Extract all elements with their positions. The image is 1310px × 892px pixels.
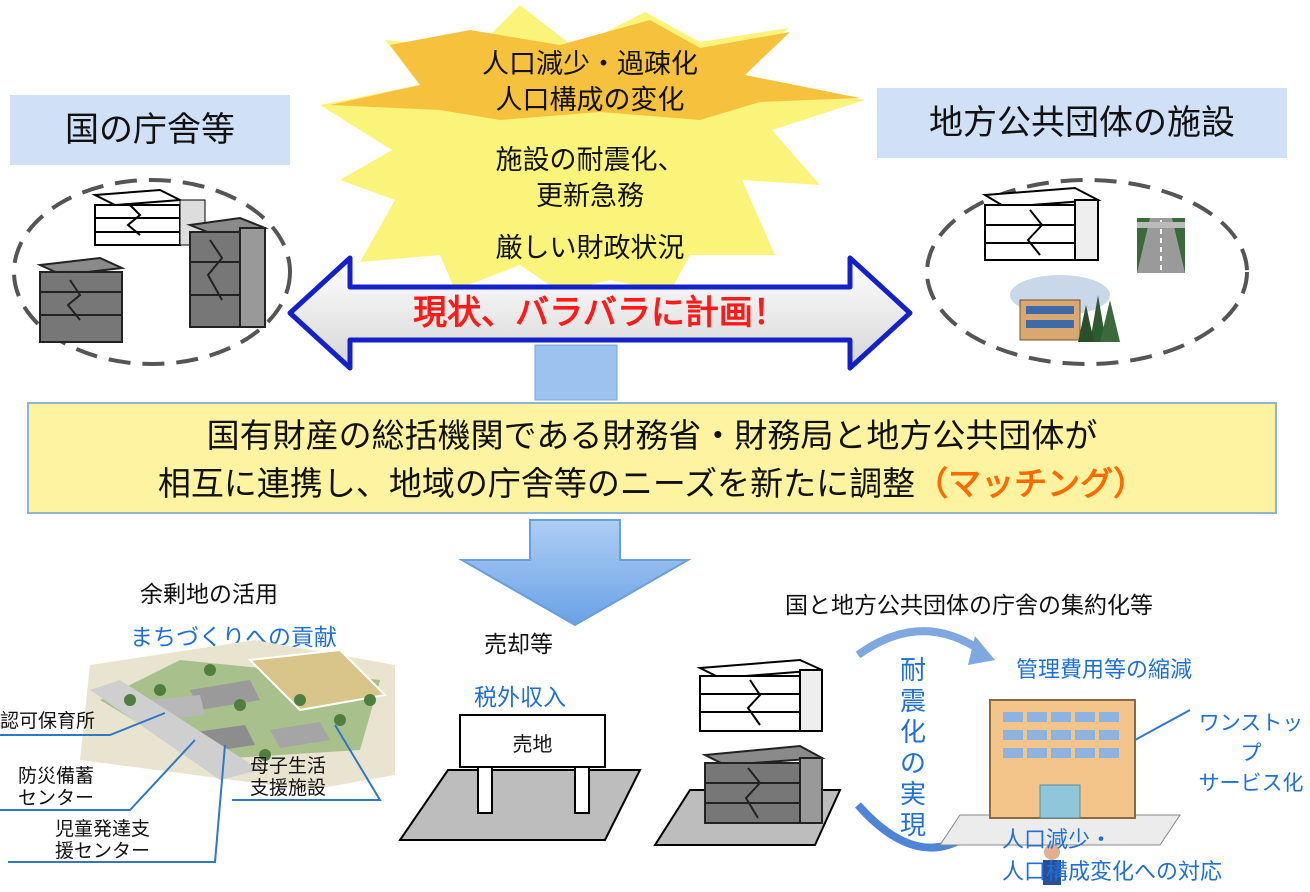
callout-disaster-line1: 防災備蓄 [18,765,95,787]
school-building-icon [1010,275,1120,342]
burst-text-line2: 人口構成の変化 [495,85,685,116]
callout-child-development: 児童発達支 援センター [55,818,150,862]
one-stop-service-label: ワンストップ サービス化 [1192,708,1310,798]
national-offices-label: 国の庁舎等 [10,95,290,165]
sale-title: 売却等 [484,632,553,658]
vertical-char-6: 現 [899,811,926,841]
callout-disaster-line2: センター [18,787,95,809]
callout-mother-child-support: 母子生活 支援施設 [250,755,326,799]
callout-mother-line1: 母子生活 [250,755,327,777]
road-bridge-icon [1137,218,1185,273]
gray-building-icon [36,256,126,343]
matching-highlight: （マッチング） [915,464,1147,503]
burst-text-line1: 人口減少・過疎化 [482,49,698,80]
callout-child-line1: 児童発達支 [55,818,151,840]
vertical-char-2: 震 [899,687,926,717]
vertical-char-1: 耐 [899,656,926,686]
pop-line2: 人口構成変化への対応 [1002,860,1223,885]
earthquake-resistance-vertical: 耐 震 化 の 実 現 [893,656,933,842]
burst-text-line5: 厳しい財政状況 [495,233,685,264]
sale-sign-text: 売地 [512,732,553,756]
matching-line2-text: 相互に連携し、地域の庁舎等のニーズを新たに調整 [157,464,916,503]
vertical-char-5: 実 [899,780,926,810]
pop-line1: 人口減少・ [1002,828,1113,853]
matching-line1: 国有財産の総括機関である財務省・財務局と地方公共団体が [206,416,1098,455]
local-facilities-label: 地方公共団体の施設 [877,88,1287,158]
onestop-line1: ワンストップ [1198,711,1304,765]
local-office-building-icon [981,186,1102,261]
callout-nursery: 認可保育所 [0,710,96,732]
callout-disaster-storage: 防災備蓄 センター [18,765,94,809]
callout-child-line2: 援センター [55,840,151,862]
vertical-char-4: の [899,749,926,779]
vertical-char-3: 化 [899,718,926,748]
current-state-banner: 現状、バラバラに計画！ [413,293,787,333]
onestop-line2: サービス化 [1198,771,1304,795]
population-response-label: 人口減少・ 人口構成変化への対応 [1002,825,1222,889]
sale-subtitle: 税外収入 [474,685,566,711]
callout-mother-line2: 支援施設 [250,777,327,799]
surplus-title: 余剰地の活用 [140,582,278,608]
gray-tall-building-icon [186,216,269,328]
cost-reduction-label: 管理費用等の縮減 [1016,658,1193,683]
burst-text-line4: 更新急務 [536,181,644,212]
burst-text-line3: 施設の耐震化、 [495,145,685,176]
matching-line2: 相互に連携し、地域の庁舎等のニーズを新たに調整（マッチング） [29,460,1275,508]
consolidation-title: 国と地方公共団体の庁舎の集約化等 [785,593,1153,619]
matching-box: 国有財産の総括機関である財務省・財務局と地方公共団体が 相互に連携し、地域の庁舎… [27,402,1277,514]
